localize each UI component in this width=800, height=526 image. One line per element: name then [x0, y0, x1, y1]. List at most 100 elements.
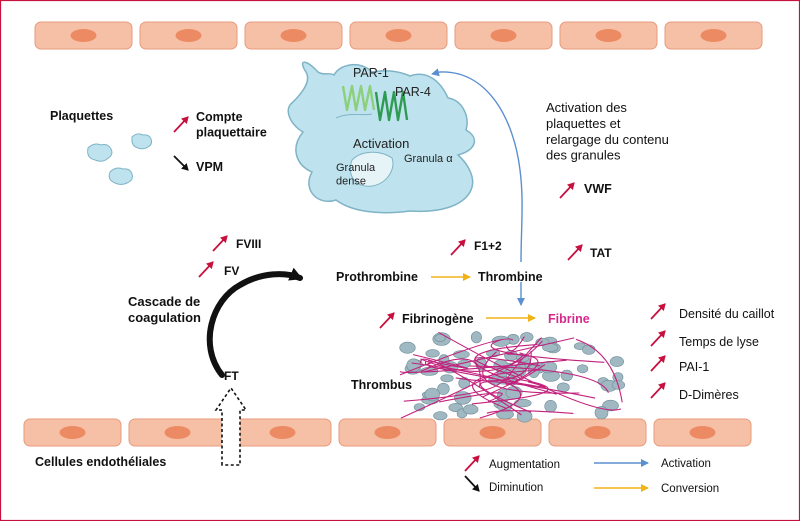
f12-label: F1+2: [474, 239, 502, 253]
cell-nucleus: [269, 426, 296, 439]
membrane-fold: [335, 113, 373, 119]
thrombus-label: Thrombus: [351, 378, 412, 392]
thrombus-platelet: [582, 344, 596, 355]
fviii-label: FVIII: [236, 237, 261, 251]
fibrin-strand: [423, 337, 575, 373]
measure-densite: Densité du caillot: [679, 307, 775, 321]
fibrin-strand: [505, 337, 546, 386]
up-arrow-icon: [379, 312, 395, 329]
thrombus-platelet: [470, 331, 482, 344]
legend-augmentation: Augmentation: [489, 459, 560, 471]
granula-dense-shape: [350, 151, 394, 187]
cell-nucleus: [700, 29, 727, 42]
resting-platelets: [87, 133, 153, 185]
activation-label: Activation: [353, 136, 409, 151]
thrombus-platelet: [576, 364, 589, 374]
thrombus-platelet: [434, 334, 446, 342]
thrombine-label: Thrombine: [478, 270, 543, 284]
thrombus-platelet: [425, 349, 440, 358]
cell-nucleus: [59, 426, 86, 439]
measure-pai1: PAI-1: [679, 360, 709, 374]
fibrin-strand: [399, 338, 514, 376]
ft-release-arrow: [214, 386, 248, 466]
thrombus-platelet: [544, 399, 557, 413]
cell-nucleus: [164, 426, 191, 439]
thrombus-measures: Densité du caillot Temps de lyse PAI-1 D…: [650, 303, 775, 402]
fibrin-strand: [575, 338, 623, 403]
par1-label: PAR-1: [353, 66, 389, 80]
par4-label: PAR-4: [395, 85, 431, 99]
measure-temps-lyse: Temps de lyse: [679, 335, 759, 349]
cell-nucleus: [280, 29, 307, 42]
fibrin-strand: [403, 380, 503, 402]
par4-receptor: [374, 90, 409, 122]
endothelium-label: Cellules endothéliales: [35, 455, 166, 469]
prothrombine-label: Prothrombine: [336, 270, 418, 284]
cell-nucleus: [490, 29, 517, 42]
cell-nucleus: [175, 29, 202, 42]
fv-label: FV: [224, 264, 239, 278]
thrombus-platelet: [433, 411, 448, 421]
legend: Augmentation Diminution Activation Conve…: [464, 455, 719, 495]
endothelial-cells-bottom: [23, 418, 752, 447]
thrombus-platelet: [440, 374, 454, 383]
measure-d-dimeres: D-Dimères: [679, 388, 739, 402]
cell-nucleus: [584, 426, 611, 439]
resting-platelet: [108, 167, 133, 185]
thrombus-platelet: [424, 387, 440, 402]
par1-receptor: [341, 84, 376, 112]
fibrin-strand: [438, 392, 503, 403]
cell-nucleus: [70, 29, 97, 42]
cascade-arrow: [206, 267, 303, 378]
thrombus-platelet: [491, 335, 511, 347]
up-arrow-icon: [212, 235, 228, 252]
thrombus-platelet: [399, 341, 416, 354]
endothelial-cells-top: [34, 21, 763, 50]
vwf-label: VWF: [584, 182, 612, 196]
thrombus-platelet: [463, 404, 479, 415]
vpm-label: VPM: [196, 160, 223, 174]
thrombus-platelet: [496, 409, 514, 420]
legend-activation: Activation: [661, 458, 711, 470]
fibrin-strand: [471, 376, 549, 405]
fibrin-strand: [490, 339, 605, 363]
legend-diminution: Diminution: [489, 482, 543, 494]
up-arrow-icon: [173, 116, 189, 133]
fibrinogene-label: Fibrinogène: [402, 312, 474, 326]
up-arrow-icon: [650, 382, 666, 399]
cell-nucleus: [385, 29, 412, 42]
fibrin-strand: [455, 350, 532, 382]
legend-conversion: Conversion: [661, 483, 719, 495]
up-arrow-icon: [559, 182, 575, 199]
up-arrow-icon: [650, 330, 666, 347]
fibrin-strand: [486, 410, 574, 414]
ft-label: FT: [224, 369, 239, 383]
legend-down-arrow-icon: [464, 475, 480, 492]
up-arrow-icon: [567, 244, 583, 261]
thrombus-platelet: [520, 332, 534, 342]
fibrin-strand: [412, 354, 468, 370]
granula-alpha-label: Granula α: [404, 153, 453, 165]
activated-platelet-body: [287, 61, 476, 214]
resting-platelet: [131, 133, 153, 150]
resting-platelet: [87, 143, 113, 162]
cell-nucleus: [689, 426, 716, 439]
cell-nucleus: [595, 29, 622, 42]
legend-up-arrow-icon: [464, 455, 480, 472]
up-arrow-icon: [650, 303, 666, 320]
thrombus-platelet: [560, 369, 573, 382]
fibrin-strand: [424, 360, 435, 366]
thrombin-activation-arrow: [431, 68, 523, 263]
fibrin-strand: [474, 344, 557, 395]
cell-nucleus: [374, 426, 401, 439]
fibrine-label: Fibrine: [548, 312, 590, 326]
fibrin-strand: [400, 352, 524, 419]
thrombus-clot: [399, 331, 626, 423]
